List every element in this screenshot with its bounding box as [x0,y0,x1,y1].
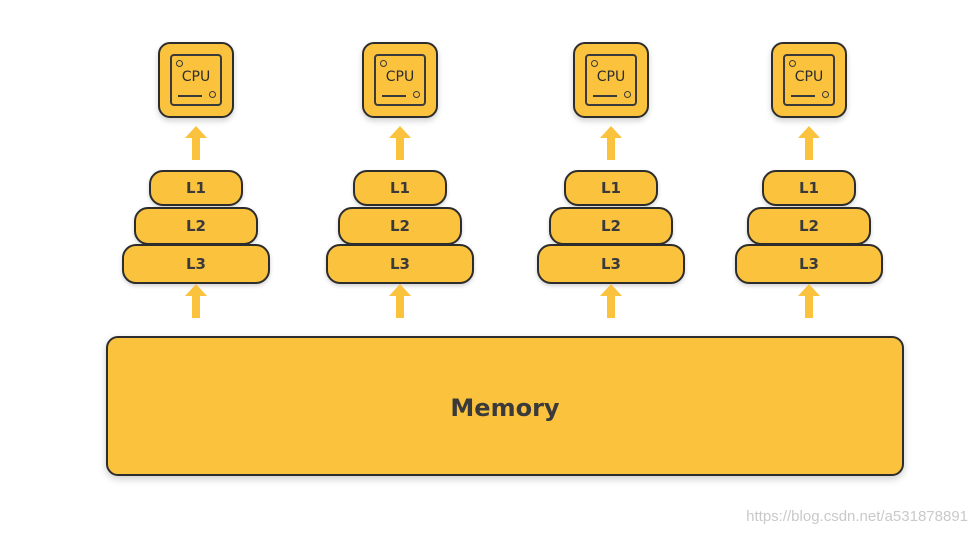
l3-cache: L3 [537,244,685,284]
up-arrow-icon [600,284,622,318]
l2-cache: L2 [338,207,462,245]
memory-label: Memory [450,394,560,422]
cpu-column: CPU L1 L2 L3 [511,0,711,330]
cpu-chip-icon: CPU [585,54,637,106]
up-arrow-icon [185,284,207,318]
l1-cache: L1 [149,170,243,206]
up-arrow-icon [389,284,411,318]
up-arrow-icon [798,126,820,160]
cpu-block: CPU [362,42,438,118]
l3-cache: L3 [326,244,474,284]
l1-cache: L1 [353,170,447,206]
cpu-label: CPU [181,69,211,85]
l1-cache: L1 [564,170,658,206]
cpu-label: CPU [385,69,415,85]
cpu-block: CPU [573,42,649,118]
memory-block: Memory [106,336,904,476]
cpu-column: CPU L1 L2 L3 [710,0,910,330]
cpu-block: CPU [158,42,234,118]
watermark: https://blog.csdn.net/a531878891 [746,508,968,525]
cpu-chip-icon: CPU [783,54,835,106]
cpu-block: CPU [771,42,847,118]
cpu-label: CPU [794,69,824,85]
l2-cache: L2 [549,207,673,245]
l3-cache: L3 [122,244,270,284]
l2-cache: L2 [134,207,258,245]
up-arrow-icon [798,284,820,318]
cpu-column: CPU L1 L2 L3 [97,0,297,330]
up-arrow-icon [389,126,411,160]
l2-cache: L2 [747,207,871,245]
cpu-chip-icon: CPU [170,54,222,106]
cpu-column: CPU L1 L2 L3 [300,0,500,330]
cpu-chip-icon: CPU [374,54,426,106]
l1-cache: L1 [762,170,856,206]
l3-cache: L3 [735,244,883,284]
cpu-label: CPU [596,69,626,85]
up-arrow-icon [185,126,207,160]
up-arrow-icon [600,126,622,160]
